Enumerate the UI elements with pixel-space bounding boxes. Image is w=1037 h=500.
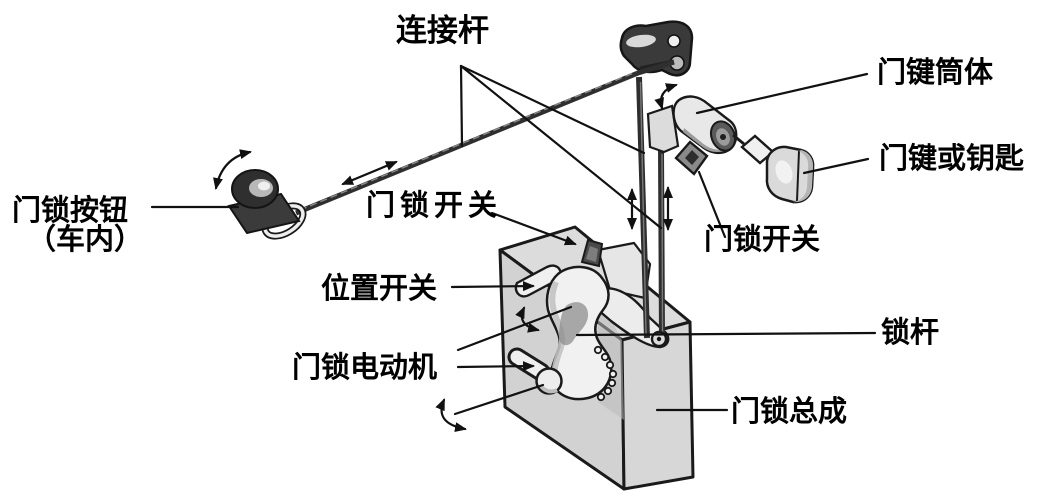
- leader-lock-switch-upper: [490, 211, 577, 246]
- label-lock-button-line1: 门锁按钮: [12, 193, 129, 227]
- button-rotate-arrow: [213, 149, 252, 190]
- label-lock-rod: 锁杆: [881, 315, 940, 349]
- key-head-edge: [796, 150, 800, 202]
- vertical-rod-2-highlight: [661, 153, 664, 335]
- leader-motor-a: [456, 305, 573, 352]
- key-shaft: [732, 133, 745, 146]
- leader-connecting-rod-1: [459, 64, 464, 148]
- motion-arrows: [213, 83, 678, 433]
- key-highlight: [775, 160, 793, 184]
- motor-rotate-arrow: [435, 398, 467, 433]
- connecting-rod-bar: [295, 59, 675, 216]
- gear-teeth: [593, 345, 618, 402]
- door-lock-button: [227, 169, 301, 235]
- label-key-or-key: 门键或钥匙: [879, 141, 1025, 175]
- door-lock-switch-square: [674, 140, 709, 176]
- leader-lock-rod: [575, 331, 877, 337]
- key-head-endface: [793, 150, 814, 203]
- label-position-switch: 位置开关: [321, 271, 438, 305]
- bracket-hole-top: [667, 34, 681, 48]
- cam-rotate-arrow: [515, 306, 540, 333]
- bracket-rotate-arrow: [654, 83, 678, 110]
- leader-lock-switch-right: [697, 170, 727, 239]
- label-lock-switch-upper: 门锁开关: [366, 188, 503, 222]
- top-bracket: [619, 20, 694, 77]
- switch-square-inner: [685, 150, 699, 165]
- leader-key: [802, 157, 870, 175]
- label-key-cylinder: 门键筒体: [877, 55, 994, 89]
- motor-axis-line: [453, 383, 545, 416]
- box-right-face: [620, 320, 695, 491]
- label-lock-switch-right: 门锁开关: [704, 222, 821, 256]
- vertical-rod-1-highlight: [639, 81, 647, 335]
- rod-slide-arrow: [341, 160, 398, 186]
- label-connecting-rod: 连接杆: [396, 13, 489, 49]
- key-cylinder: [646, 95, 738, 155]
- lock-cam: [545, 265, 613, 401]
- crank-pivot-center: [656, 336, 662, 342]
- vertical-rods: [636, 76, 668, 348]
- button-highlight-2: [258, 181, 270, 191]
- leader-connecting-rod-2: [459, 64, 646, 155]
- leader-position-switch: [450, 281, 535, 292]
- cam-notch: [558, 302, 589, 346]
- roller-shade: [539, 384, 558, 394]
- leader-motor-b: [456, 361, 535, 372]
- label-lock-motor: 门锁电动机: [292, 350, 438, 384]
- connecting-rod-texture: [299, 71, 637, 211]
- bracket-highlight: [626, 34, 656, 48]
- lock-switch-tab-facet: [586, 246, 598, 262]
- label-lock-button-line2: （车内）: [27, 222, 144, 256]
- label-lock-assembly: 门锁总成: [731, 394, 848, 428]
- door-key: [732, 133, 815, 204]
- leader-key-cylinder: [695, 72, 869, 115]
- keyhole: [720, 134, 726, 140]
